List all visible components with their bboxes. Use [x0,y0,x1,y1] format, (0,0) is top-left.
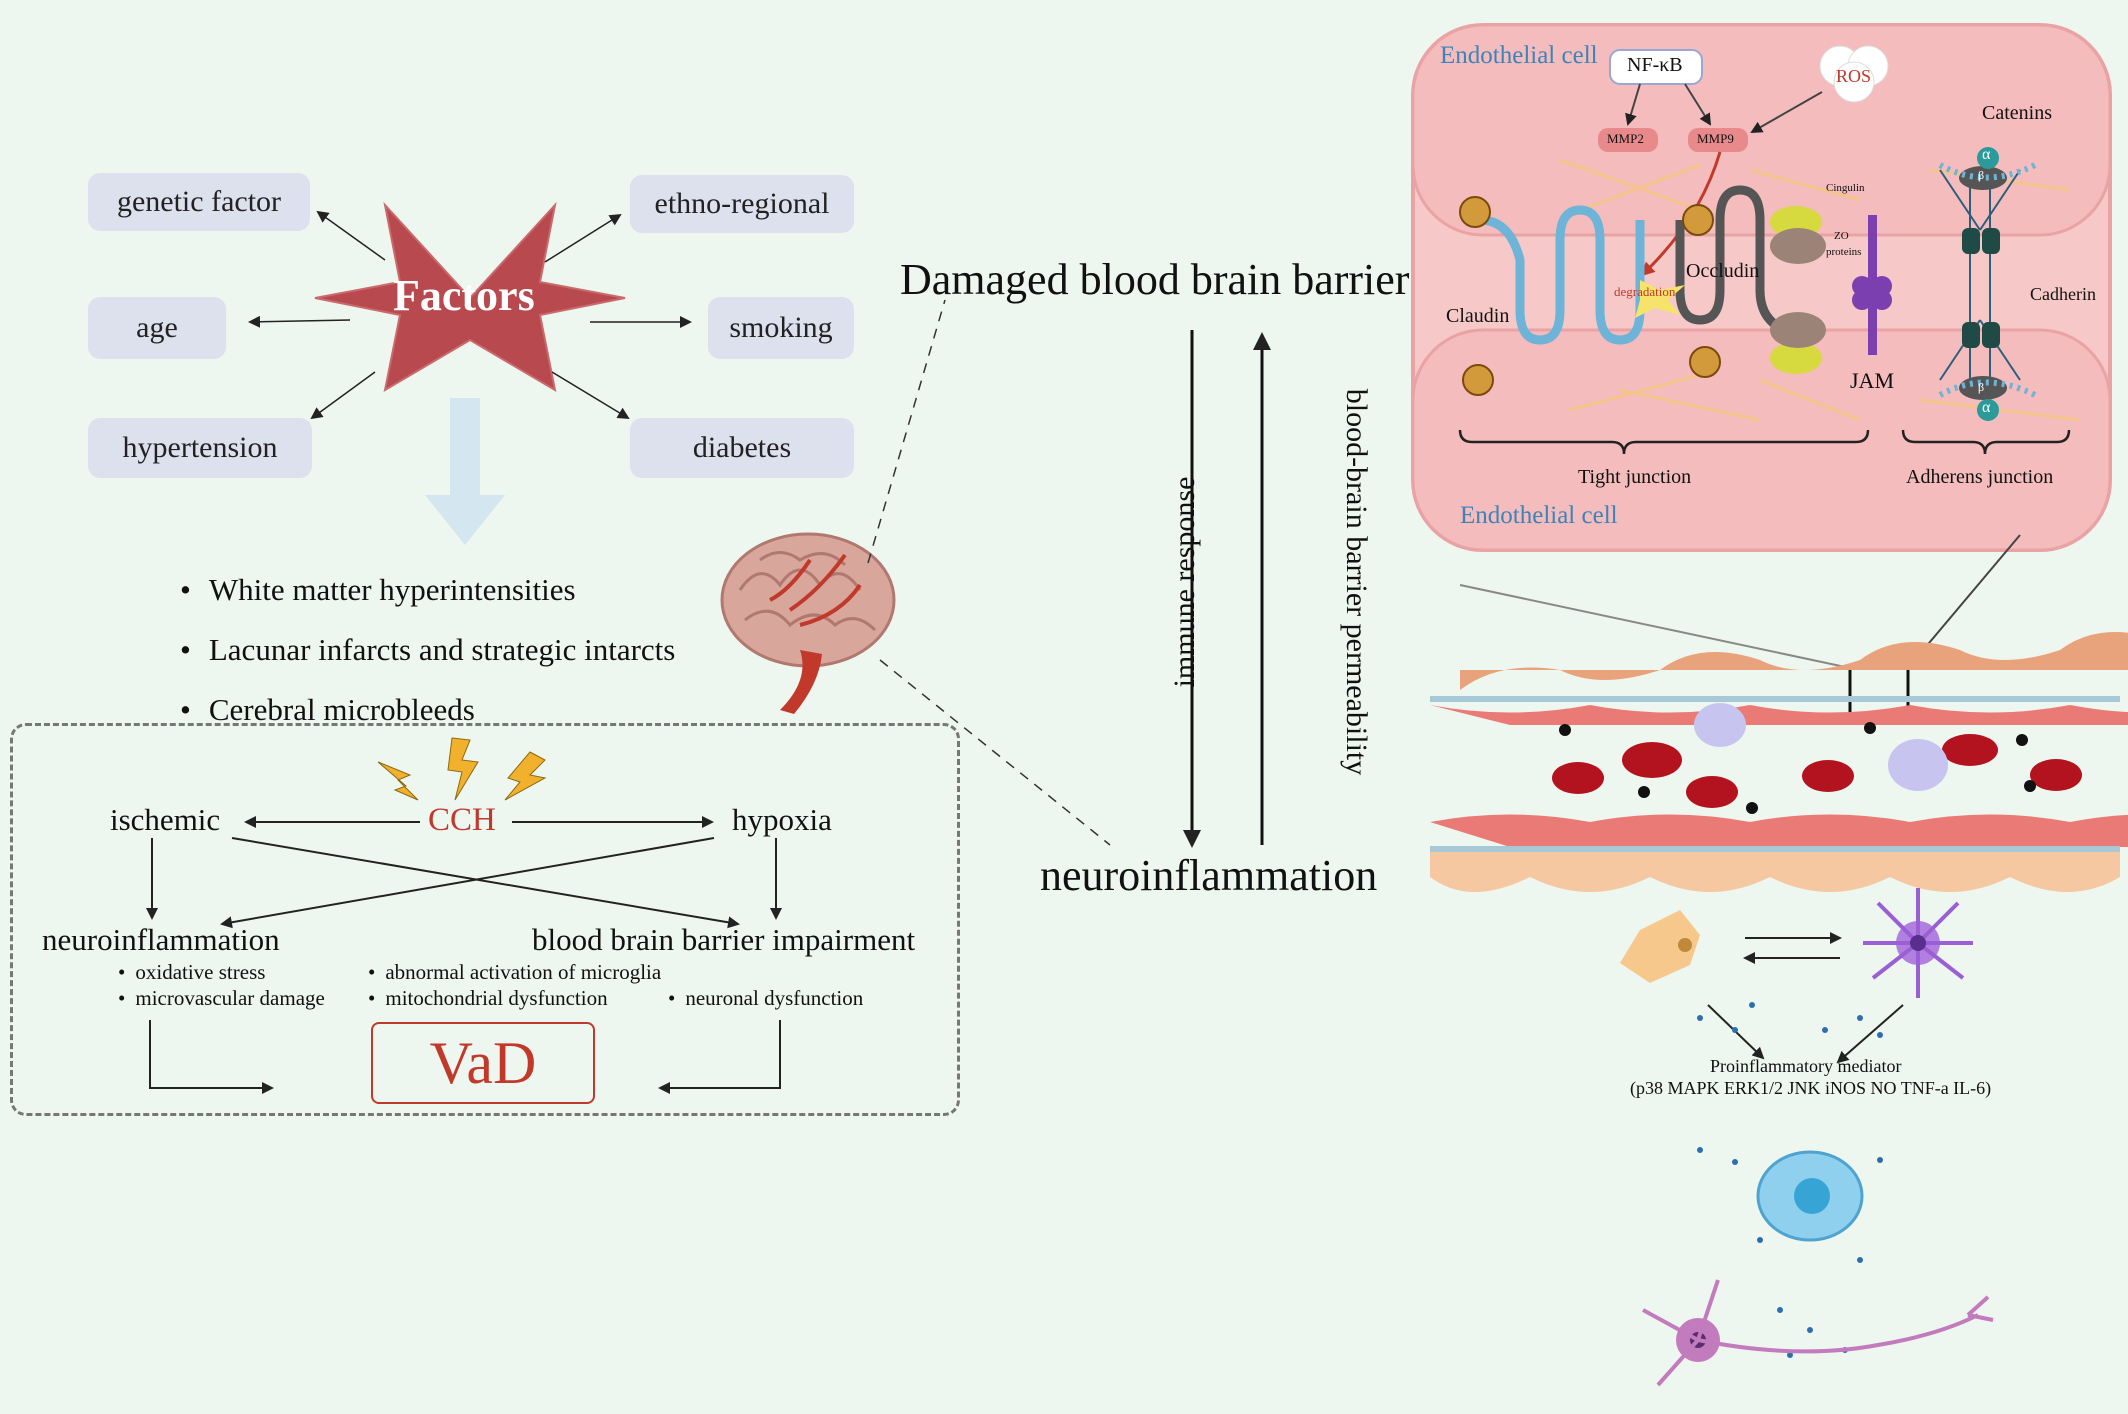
nfkb-label: NF-κB [1627,54,1683,76]
tight-junction-label: Tight junction [1578,466,1692,488]
immune-response-label: immune response [1168,476,1201,688]
factor-diabetes: diabetes [630,418,854,478]
microglia-icon [1863,888,1973,998]
mid-item: mitochondrial dysfunction [368,986,607,1011]
neuroinflammation-label: neuroinflammation [42,922,280,957]
adherens-junction-label: Adherens junction [1906,466,2054,488]
finding-item: White matter hyperintensities [180,560,675,620]
alpha-label-bottom: α [1982,399,1991,416]
cch-label: CCH [428,802,496,838]
occludin-label: Occludin [1686,260,1760,282]
neuron-icon-pink [1642,1279,1994,1387]
factor-label: genetic factor [116,185,282,218]
neuroinflammation-center-label: neuroinflammation [1040,851,1378,900]
endothelial-top-label: Endothelial cell [1440,42,1598,69]
left-item: microvascular damage [118,986,325,1011]
mediator-list: (p38 MAPK ERK1/2 JNK iNOS NO TNF-a IL-6) [1630,1078,1992,1098]
beta-label-top: β [1978,168,1985,182]
degradation-label: degradation [1614,284,1676,299]
factor-label: diabetes [692,431,792,464]
pathway-box [10,723,960,1116]
findings-list: White matter hyperintensities Lacunar in… [180,560,676,740]
claudin-label: Claudin [1446,305,1510,327]
alpha-label-top: α [1982,146,1991,163]
factor-age: age [88,297,226,359]
bbb-permeability-label: blood-brain barrier permeability [1340,388,1373,776]
neuron-icon-blue [1756,1150,1864,1242]
finding-item: Cerebral microbleeds [180,680,675,740]
right-item: neuronal dysfunction [668,986,863,1011]
brain-icon [720,532,896,714]
catenins-label: Catenins [1982,102,2052,124]
cingulin-label: Cingulin [1826,182,1865,194]
lightning-icon [504,751,547,801]
vad-box: VaD [371,1022,595,1104]
factors-title: Factors [393,271,535,320]
ros-label: ROS [1836,66,1872,86]
bbb-impairment-label: blood brain barrier impairment [532,922,916,957]
factors-star [314,201,626,392]
left-item: oxidative stress [118,960,265,985]
endothelial-bottom-label: Endothelial cell [1460,502,1618,529]
damaged-bbb-label: Damaged blood brain barrier [900,255,1410,304]
mmp2-label: MMP2 [1607,131,1644,146]
factor-label: smoking [729,311,833,344]
factor-hypertension: hypertension [88,418,312,478]
beta-label-bottom: β [1978,380,1985,394]
factor-label: age [136,311,178,344]
factor-ethno-regional: ethno-regional [630,175,854,233]
jam-label: JAM [1850,368,1895,393]
blood-vessel [1430,632,2128,892]
factor-label: hypertension [122,431,278,464]
lightning-icon [447,737,479,801]
ischemic-label: ischemic [110,802,221,837]
factor-smoking: smoking [708,297,854,359]
vad-label: VaD [429,1029,537,1096]
lightning-icon [377,761,419,801]
mediator-title: Proinflammatory mediator [1710,1056,1902,1076]
mid-item: abnormal activation of microglia [368,960,661,985]
zo-label: ZO [1834,230,1849,242]
hypoxia-label: hypoxia [732,802,832,837]
astrocyte-icon [1620,910,1700,983]
factor-label: ethno-regional [654,187,830,220]
mmp9-label: MMP9 [1697,131,1734,146]
factor-genetic: genetic factor [88,173,310,231]
proteins-label: proteins [1826,246,1862,258]
cadherin-label: Cadherin [2030,284,2096,304]
finding-item: Lacunar infarcts and strategic intarcts [180,620,676,680]
